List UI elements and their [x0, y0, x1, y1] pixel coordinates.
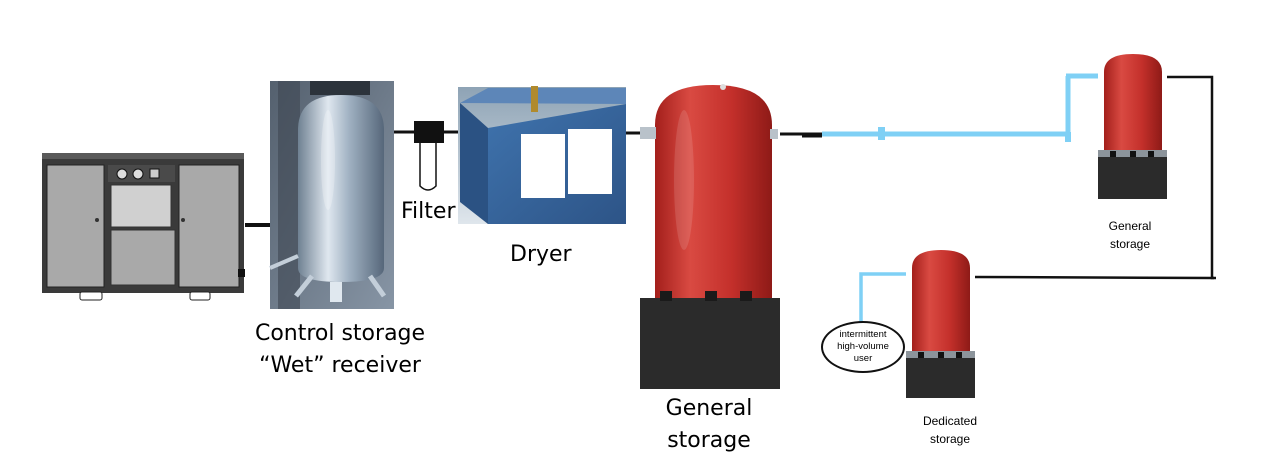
dedicated-storage-label-line1: Dedicated: [922, 414, 978, 428]
control-storage-label: Control storage “Wet” receiver: [248, 318, 432, 382]
main-tank-outlet-nozzle: [770, 129, 778, 139]
compressor-side-fitting: [238, 269, 245, 277]
dryer-front-face: [460, 103, 488, 224]
intermittent-user-oval: intermittent high-volume user: [821, 321, 905, 373]
dedicated-storage-tank: [906, 247, 975, 398]
dedicated-tank-base-block: [906, 357, 975, 398]
main-tank-top-valve: [720, 84, 726, 90]
receiver-drain-valve: [330, 282, 342, 302]
air-compressor: [42, 153, 245, 301]
control-storage-label-line1: Control storage: [254, 321, 426, 346]
general-storage-main-label-line1: General: [665, 396, 753, 421]
filter-bowl: [419, 143, 437, 191]
receiver-tank-shell: [298, 95, 384, 282]
receiver-right-leg: [367, 274, 387, 298]
general-storage-main-label: General storage: [650, 393, 768, 457]
compressor-right-foot: [189, 291, 211, 301]
dedicated-tank-foot-2: [938, 352, 944, 358]
pipe-loop-to-dedicated-storage: [971, 275, 1215, 280]
dryer-panel-right: [568, 129, 612, 194]
dryer-label: Dryer: [510, 242, 572, 267]
user-label-line1: intermittent: [839, 329, 887, 340]
filter-head: [414, 121, 444, 143]
main-tank-foot-3: [740, 291, 752, 301]
receiver-frame-bar: [269, 254, 299, 270]
remote-tank-shell: [1104, 54, 1162, 155]
general-storage-remote-tank: [1098, 52, 1167, 199]
main-tank-foot-1: [660, 291, 672, 301]
filter-label: Filter: [401, 199, 456, 224]
general-storage-remote-label-line1: General: [1108, 219, 1152, 233]
dedicated-tank-foot-1: [918, 352, 924, 358]
general-storage-remote-label: General storage: [1090, 217, 1170, 253]
remote-tank-foot-2: [1130, 151, 1136, 157]
intermittent-user-label: intermittent high-volume user: [837, 329, 889, 365]
remote-tank-base-block: [1098, 155, 1167, 199]
compressor-center-panel-upper: [110, 184, 172, 228]
user-label-line3: user: [853, 353, 873, 364]
receiver-left-leg: [294, 274, 314, 298]
right-door-handle: [181, 218, 185, 222]
remote-tank-foot-3: [1148, 151, 1154, 157]
control-storage-wet-receiver: [269, 81, 394, 309]
return-pipe-loop: [1164, 75, 1216, 280]
dedicated-tank-foot-3: [956, 352, 962, 358]
main-tank-highlight: [674, 110, 694, 250]
light-pipe-to-user: [859, 272, 908, 322]
compressor-center-panel-lower: [110, 229, 176, 286]
user-label-line2: high-volume: [837, 341, 889, 352]
pressure-gauge-1-icon: [116, 168, 128, 180]
receiver-back-frame: [278, 81, 300, 309]
main-tank-foot-2: [705, 291, 717, 301]
dryer-top-face: [460, 88, 626, 104]
light-pipe-coupling: [878, 127, 885, 140]
receiver-tank-highlight: [321, 110, 335, 210]
compressor-right-door: [178, 164, 240, 288]
main-tank-base-block: [640, 298, 780, 389]
control-display-icon: [149, 168, 160, 179]
main-tank-shell: [655, 85, 772, 300]
general-storage-main-tank: [640, 78, 780, 389]
pipe-network: [245, 73, 1216, 322]
general-storage-remote-label-line2: storage: [1109, 237, 1151, 251]
compressor-left-door: [46, 164, 105, 288]
dedicated-storage-label-line2: storage: [929, 432, 971, 446]
dryer-inlet-pipe: [531, 86, 538, 112]
main-tank-inlet-nozzle: [640, 127, 656, 139]
pressure-gauge-2-icon: [132, 168, 144, 180]
dedicated-storage-label: Dedicated storage: [910, 412, 990, 448]
dryer-panel-left: [521, 134, 565, 198]
left-door-handle: [95, 218, 99, 222]
compressor-top-rim: [42, 153, 244, 161]
air-dryer: [458, 86, 626, 224]
receiver-top-fitting: [310, 81, 370, 95]
dedicated-tank-shell: [912, 250, 970, 357]
compressor-left-foot: [79, 291, 103, 301]
control-storage-label-line2: “Wet” receiver: [259, 353, 421, 378]
general-storage-main-label-line2: storage: [667, 428, 751, 453]
air-filter: [414, 121, 444, 191]
remote-tank-foot-1: [1110, 151, 1116, 157]
